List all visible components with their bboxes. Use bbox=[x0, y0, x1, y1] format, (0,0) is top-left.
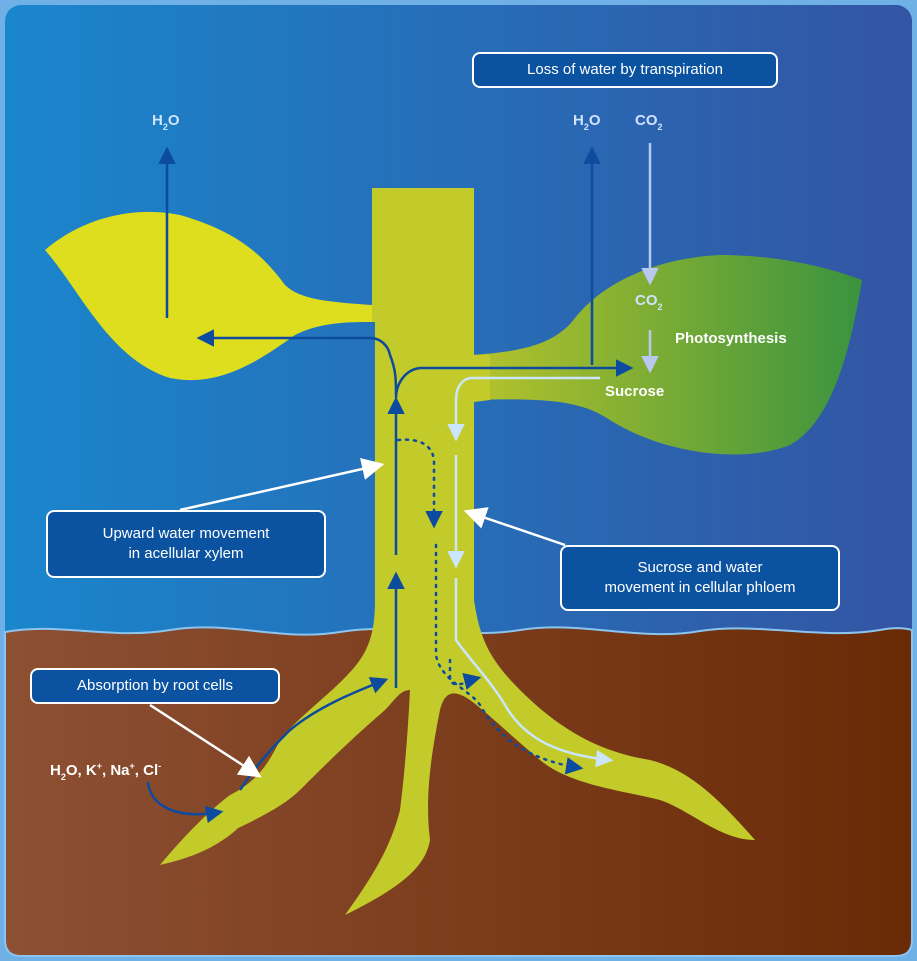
xylem-label-line1: Upward water movement bbox=[103, 525, 270, 542]
xylem-label-box: Upward water movement in acellular xylem bbox=[46, 510, 326, 578]
absorption-label-box: Absorption by root cells bbox=[30, 668, 280, 704]
sucrose-label: Sucrose bbox=[605, 383, 664, 401]
ions-label: H2O, K+, Na+, Cl- bbox=[50, 762, 161, 785]
absorption-label: Absorption by root cells bbox=[77, 676, 233, 696]
xylem-label-line2: in acellular xylem bbox=[128, 545, 243, 562]
co2-leaf-label: CO2 bbox=[635, 292, 663, 315]
h2o-right-label: H2O bbox=[573, 112, 601, 135]
phloem-label-line1: Sucrose and water bbox=[637, 559, 762, 576]
h2o-left-label: H2O bbox=[152, 112, 180, 135]
transpiration-label-box: Loss of water by transpiration bbox=[472, 52, 778, 88]
co2-top-label: CO2 bbox=[635, 112, 663, 135]
phloem-label-line2: movement in cellular phloem bbox=[605, 579, 796, 596]
phloem-label-box: Sucrose and water movement in cellular p… bbox=[560, 545, 840, 611]
transpiration-label: Loss of water by transpiration bbox=[527, 60, 723, 80]
photosynthesis-label: Photosynthesis bbox=[675, 330, 787, 348]
